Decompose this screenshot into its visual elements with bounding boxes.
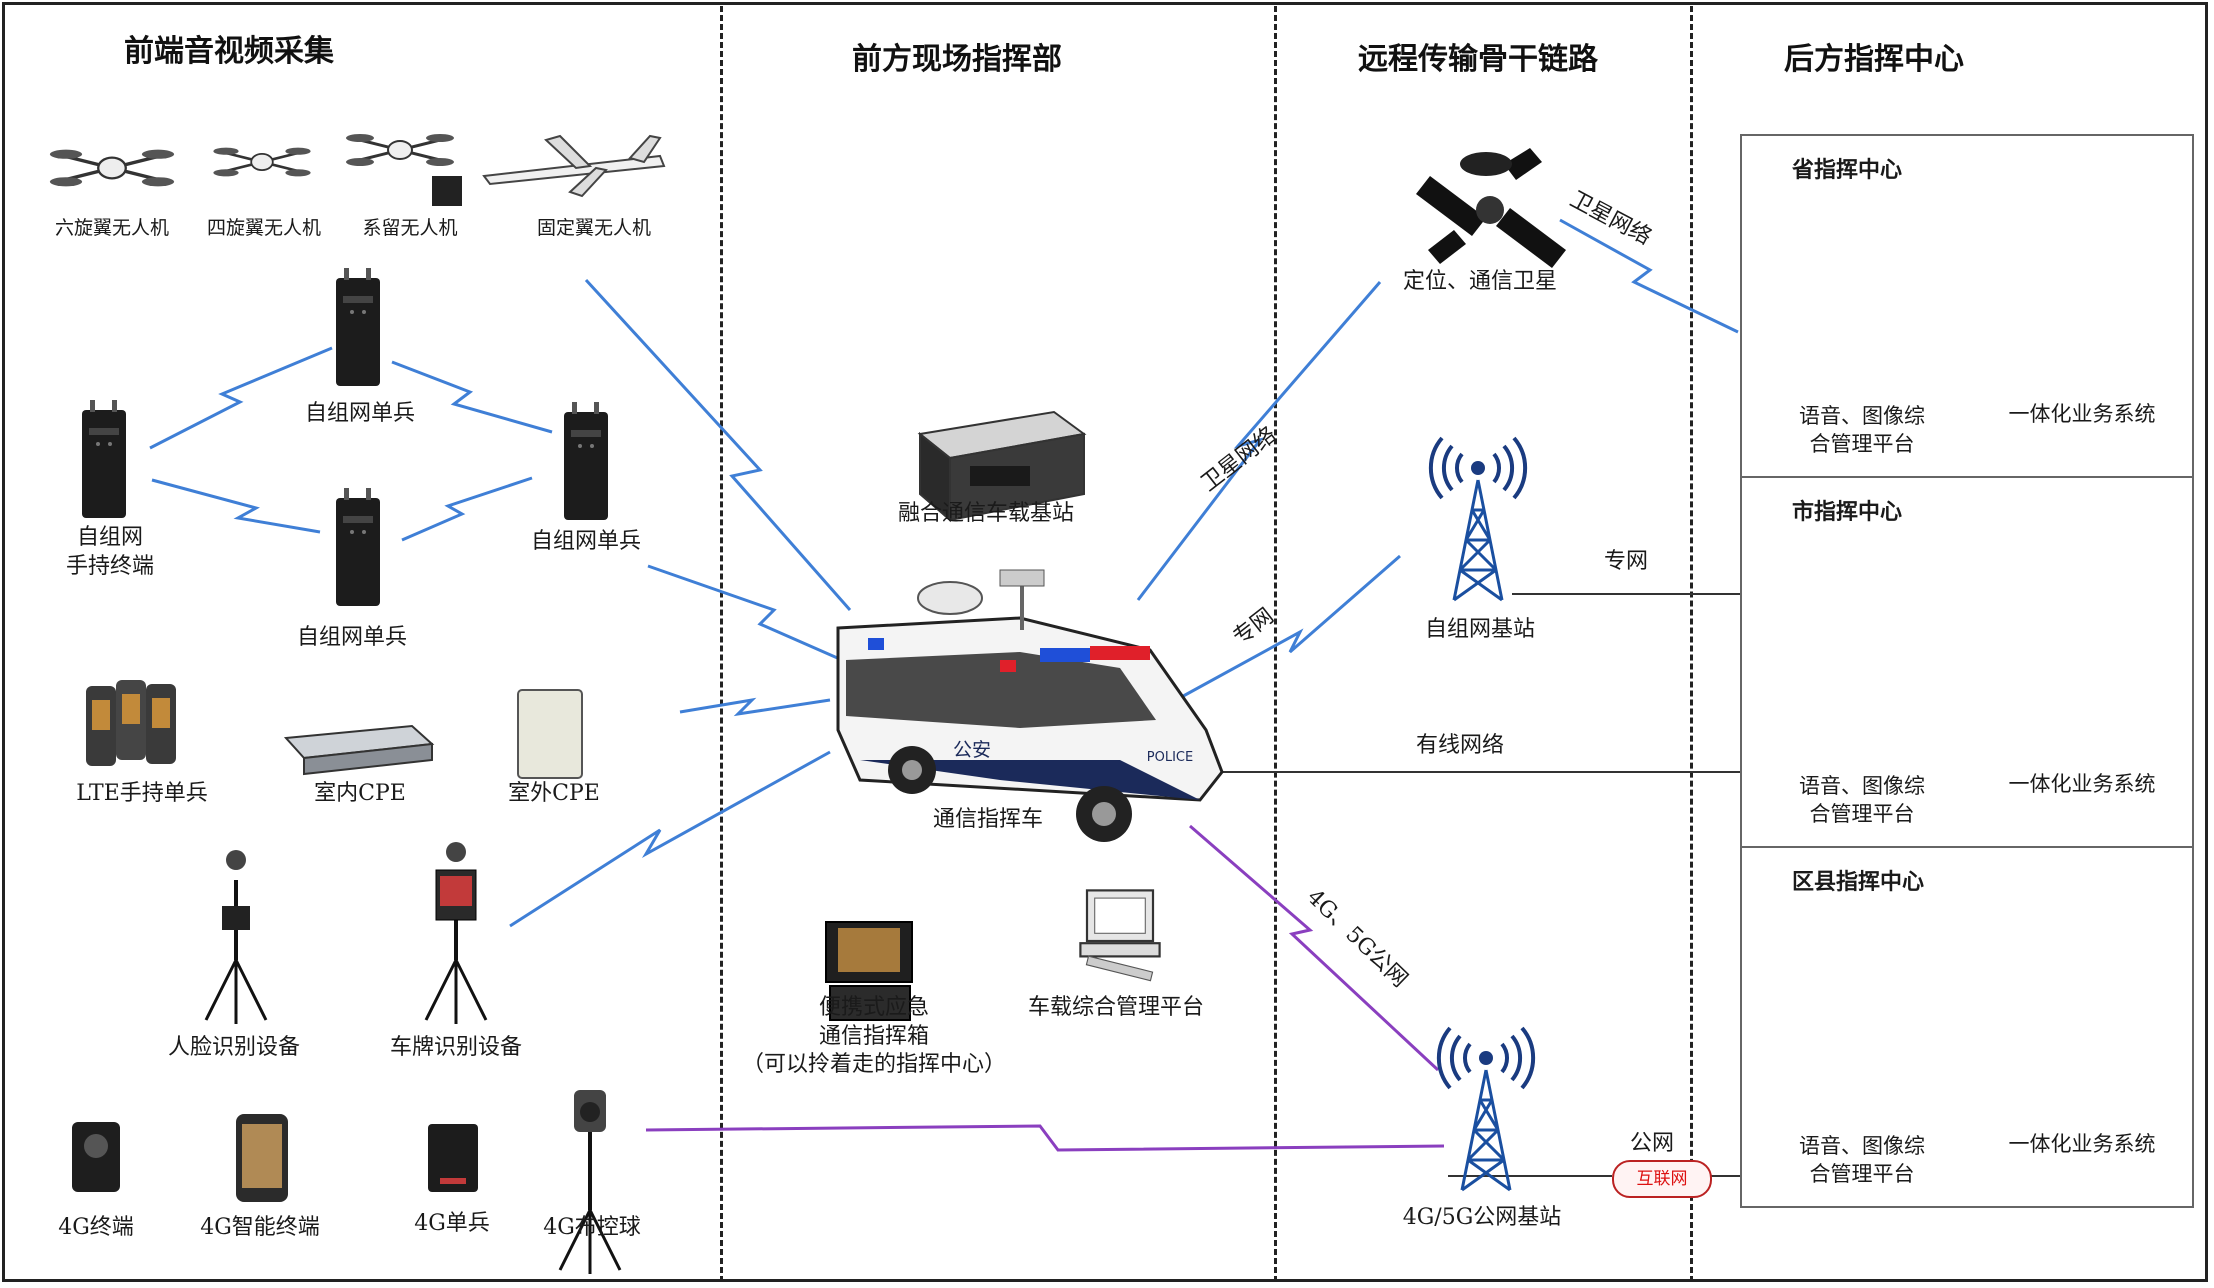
- county-system-label: 一体化业务系统: [2008, 1132, 2156, 1156]
- city-center-title: 市指挥中心: [1792, 500, 1903, 525]
- section-title-front: 前端音视频采集: [124, 34, 334, 69]
- lte-handset-icon: [86, 680, 176, 766]
- label-hexacopter: 六旋翼无人机: [54, 217, 170, 239]
- face-recognition-tripod-icon: [204, 850, 268, 1026]
- mesh-soldier-radio-icon-2: [564, 402, 608, 520]
- mesh-handheld-radio-icon: [82, 400, 126, 518]
- province-center-title: 省指挥中心: [1792, 158, 1903, 183]
- satellite-icon: [1416, 148, 1566, 268]
- county-platform-label: 语音、图像综 合管理平台: [1799, 1134, 1925, 1186]
- public-links: [645, 824, 1445, 1152]
- label-quadcopter: 四旋翼无人机: [206, 217, 322, 239]
- wired-links: [1222, 593, 1740, 1177]
- label-vehicle-base-station: 融合通信车载基站: [897, 501, 1075, 526]
- 4g-soldier-icon: [428, 1124, 478, 1192]
- plate-recognition-tripod-icon: [424, 842, 488, 1026]
- 4g-dome-camera-icon: [558, 1090, 622, 1276]
- label-face-recognition: 人脸识别设备: [167, 1035, 301, 1060]
- section-title-rear: 后方指挥中心: [1784, 42, 1964, 77]
- label-public-net: 公网: [1629, 1131, 1675, 1156]
- wireless-links: [149, 218, 1739, 928]
- internet-cloud: 互联网: [1612, 1160, 1712, 1198]
- label-plate-recognition: 车牌识别设备: [389, 1035, 523, 1060]
- portable-command-box-icon: [825, 921, 913, 1021]
- link-mesh-b: [391, 360, 553, 434]
- link-van-public-bs: [1189, 824, 1440, 1072]
- label-mesh-soldier-1: 自组网单兵: [304, 401, 416, 426]
- fixed-wing-drone-icon: [482, 134, 666, 198]
- link-4g-van: [645, 1124, 1445, 1152]
- label-wired-net: 有线网络: [1415, 733, 1505, 758]
- mesh-base-station-tower-icon: [1428, 436, 1528, 602]
- county-command-center: 区县指挥中心 语音、图像综 合管理平台 一体化业务系统: [1740, 846, 2194, 1208]
- label-4g-soldier: 4G单兵: [414, 1211, 490, 1236]
- label-outdoor-cpe: 室外CPE: [508, 781, 600, 806]
- label-van-gongan: 公安: [952, 739, 992, 761]
- label-public-base-station: 4G/5G公网基站: [1402, 1205, 1562, 1230]
- link-soldier-van: [647, 564, 843, 662]
- vehicle-platform-computer-icon: [1079, 889, 1161, 982]
- hexacopter-drone-icon: [48, 147, 176, 189]
- link-camera-van: [509, 750, 831, 928]
- vehicle-base-station-icon: [917, 410, 1087, 523]
- mesh-soldier-radio-icon-1: [336, 268, 380, 386]
- outdoor-cpe-icon: [517, 689, 583, 779]
- mesh-soldier-radio-icon-3: [336, 488, 380, 606]
- label-indoor-cpe: 室内CPE: [314, 781, 406, 806]
- link-mesh-c: [151, 478, 321, 534]
- link-mesh-d: [401, 476, 533, 542]
- link-van-mesh-bs: [1175, 554, 1401, 702]
- label-4g-smart-terminal: 4G智能终端: [200, 1215, 320, 1240]
- label-4g-dome-camera: 4G布控球: [543, 1215, 641, 1240]
- label-4g-terminal: 4G终端: [58, 1215, 134, 1240]
- label-mesh-soldier-3: 自组网单兵: [296, 625, 408, 650]
- link-mesh-a: [149, 346, 333, 450]
- label-vehicle-platform: 车载综合管理平台: [1027, 995, 1205, 1020]
- tethered-drone-icon: [344, 132, 462, 206]
- public-base-station-tower-icon: [1436, 1026, 1536, 1192]
- link-sat-center: [1559, 218, 1739, 334]
- label-mesh-handheld: 自组网 手持终端: [65, 525, 155, 579]
- quadcopter-drone-icon: [212, 146, 312, 178]
- column-divider-1: [720, 6, 723, 1282]
- label-lte-handheld: LTE手持单兵: [76, 781, 208, 806]
- label-command-vehicle: 通信指挥车: [932, 807, 1044, 832]
- label-tethered: 系留无人机: [362, 217, 458, 239]
- city-command-center: 市指挥中心 语音、图像综 合管理平台 一体化业务系统: [1740, 476, 2194, 848]
- link-cpe-van: [679, 697, 831, 717]
- county-center-title: 区县指挥中心: [1792, 870, 1925, 895]
- province-command-center: 省指挥中心 语音、图像综 合管理平台 一体化业务系统: [1740, 134, 2194, 478]
- label-van-police: POLICE: [1146, 750, 1194, 765]
- link-drone-van: [584, 278, 852, 611]
- column-divider-3: [1690, 6, 1693, 1282]
- police-van-icon: [836, 569, 1224, 842]
- label-mesh-base-station: 自组网基站: [1424, 617, 1536, 642]
- province-platform-label: 语音、图像综 合管理平台: [1799, 404, 1925, 456]
- label-private-net-2: 专网: [1603, 549, 1649, 574]
- label-mesh-soldier-2: 自组网单兵: [530, 529, 642, 554]
- section-title-backbone: 远程传输骨干链路: [1358, 42, 1598, 77]
- indoor-cpe-icon: [283, 724, 435, 776]
- section-title-field: 前方现场指挥部: [852, 42, 1062, 77]
- link-van-satellite: [1136, 281, 1382, 601]
- label-fixed-wing: 固定翼无人机: [536, 217, 652, 239]
- city-platform-label: 语音、图像综 合管理平台: [1799, 774, 1925, 826]
- label-satellite: 定位、通信卫星: [1402, 269, 1558, 294]
- smart-terminal-icon: [236, 1114, 288, 1202]
- province-system-label: 一体化业务系统: [2008, 402, 2156, 426]
- body-camera-icon: [72, 1122, 120, 1192]
- city-system-label: 一体化业务系统: [2008, 772, 2156, 796]
- label-portable-box: 便携式应急 通信指挥箱 （可以拎着走的指挥中心）: [741, 995, 1007, 1078]
